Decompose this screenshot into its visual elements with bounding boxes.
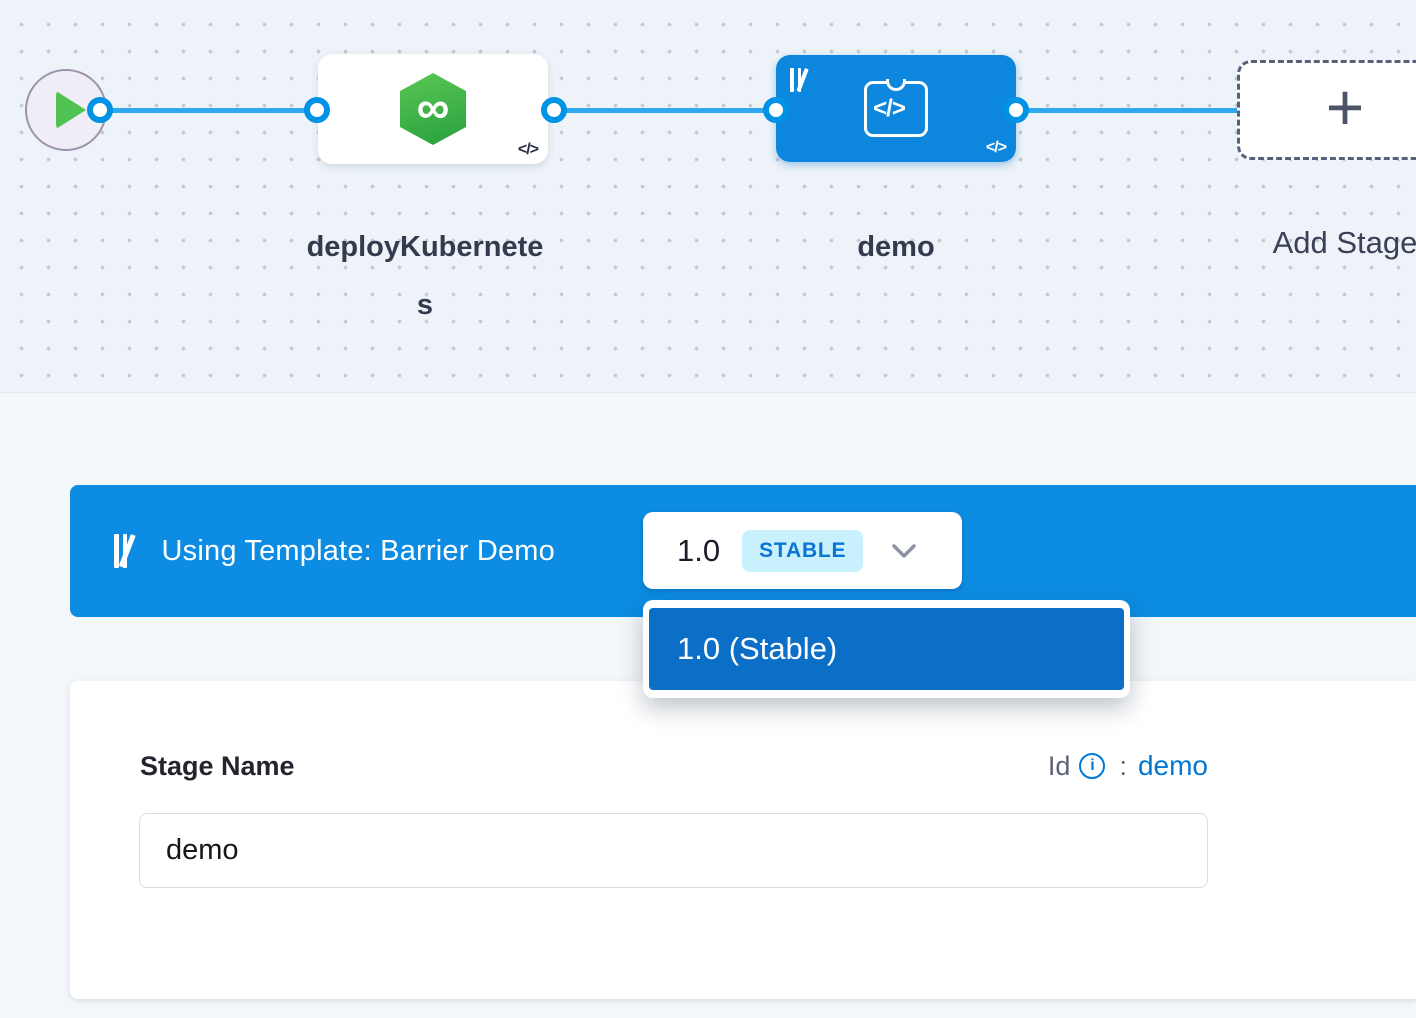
port-deploy-out[interactable] [541, 97, 567, 123]
edge-deploy-to-demo [554, 108, 776, 113]
version-dropdown-menu: 1.0 (Stable) [643, 600, 1130, 698]
id-separator: : [1119, 750, 1127, 781]
plus-icon: + [1325, 70, 1365, 144]
code-view-icon[interactable]: </> [517, 141, 539, 158]
port-demo-out[interactable] [1003, 97, 1029, 123]
version-option-stable[interactable]: 1.0 (Stable) [649, 608, 1124, 690]
chevron-down-icon [891, 543, 917, 559]
edge-demo-to-add-stage [1016, 108, 1237, 113]
edge-start-to-deploy [100, 108, 317, 113]
code-view-icon[interactable]: </> [985, 139, 1007, 156]
port-start-out[interactable] [87, 97, 113, 123]
port-deploy-in[interactable] [304, 97, 330, 123]
stage-label-demo[interactable]: demo [857, 231, 935, 263]
cd-infinity-hexagon-icon: ∞ [400, 73, 466, 145]
stage-id-group: Id i : demo [1048, 750, 1208, 782]
custom-stage-icon: </> [864, 78, 928, 137]
stage-id-value[interactable]: demo [1137, 750, 1208, 781]
stage-node-demo-selected[interactable]: </> </> [776, 55, 1016, 162]
stage-name-input[interactable] [139, 813, 1208, 888]
template-version-selector[interactable]: 1.0 STABLE [643, 512, 962, 589]
port-demo-in[interactable] [763, 97, 789, 123]
id-label: Id [1047, 750, 1071, 781]
stage-name-row: Stage Name Id i : demo [140, 750, 1208, 782]
template-version-value: 1.0 [677, 532, 721, 568]
add-stage-label[interactable]: Add Stage [1272, 225, 1416, 260]
template-library-icon [114, 534, 136, 568]
play-icon [55, 91, 86, 129]
pipeline-canvas[interactable]: ∞ </> </> </> + deployKubernetes demo Ad… [0, 0, 1416, 393]
using-template-label: Using Template: Barrier Demo [161, 534, 555, 567]
add-stage-button[interactable]: + [1237, 60, 1416, 160]
template-library-icon [790, 68, 809, 92]
stage-name-label: Stage Name [140, 750, 295, 781]
stage-label-deploykubernetes[interactable]: deployKubernetes [306, 231, 544, 321]
infinity-glyph: ∞ [416, 81, 450, 133]
stage-node-deploykubernetes[interactable]: ∞ </> [318, 54, 548, 164]
info-icon[interactable]: i [1079, 753, 1106, 779]
stable-version-badge: STABLE [742, 529, 864, 572]
